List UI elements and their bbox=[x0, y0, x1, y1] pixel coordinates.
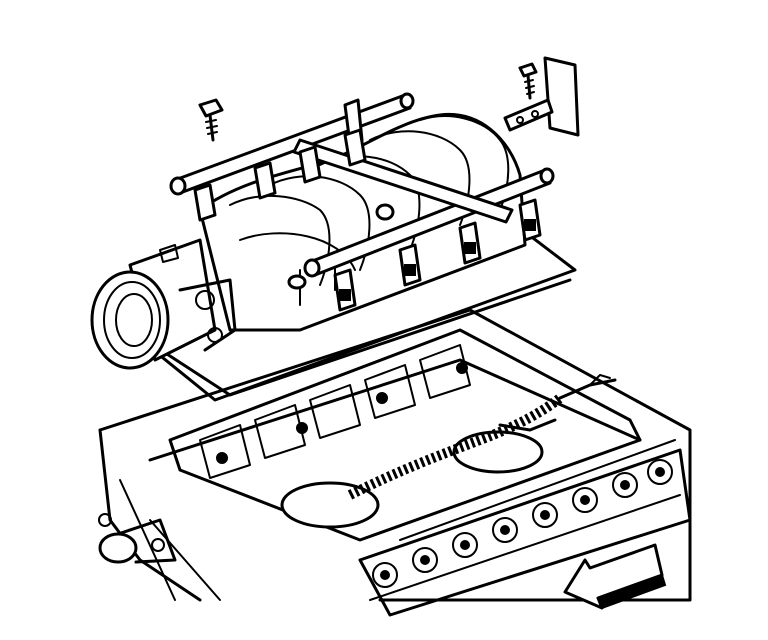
wiring-harness bbox=[347, 374, 617, 500]
valley-plate bbox=[280, 430, 544, 529]
throttle-body bbox=[90, 238, 237, 370]
bracket-bolt bbox=[518, 62, 538, 100]
bracket bbox=[503, 56, 580, 137]
intake-gasket bbox=[168, 328, 642, 542]
thermostat-housing bbox=[98, 513, 177, 564]
manifold-bolt bbox=[198, 98, 224, 142]
cylinder-head bbox=[358, 439, 692, 617]
direction-arrow bbox=[563, 543, 667, 610]
fuel-injectors bbox=[193, 128, 542, 312]
